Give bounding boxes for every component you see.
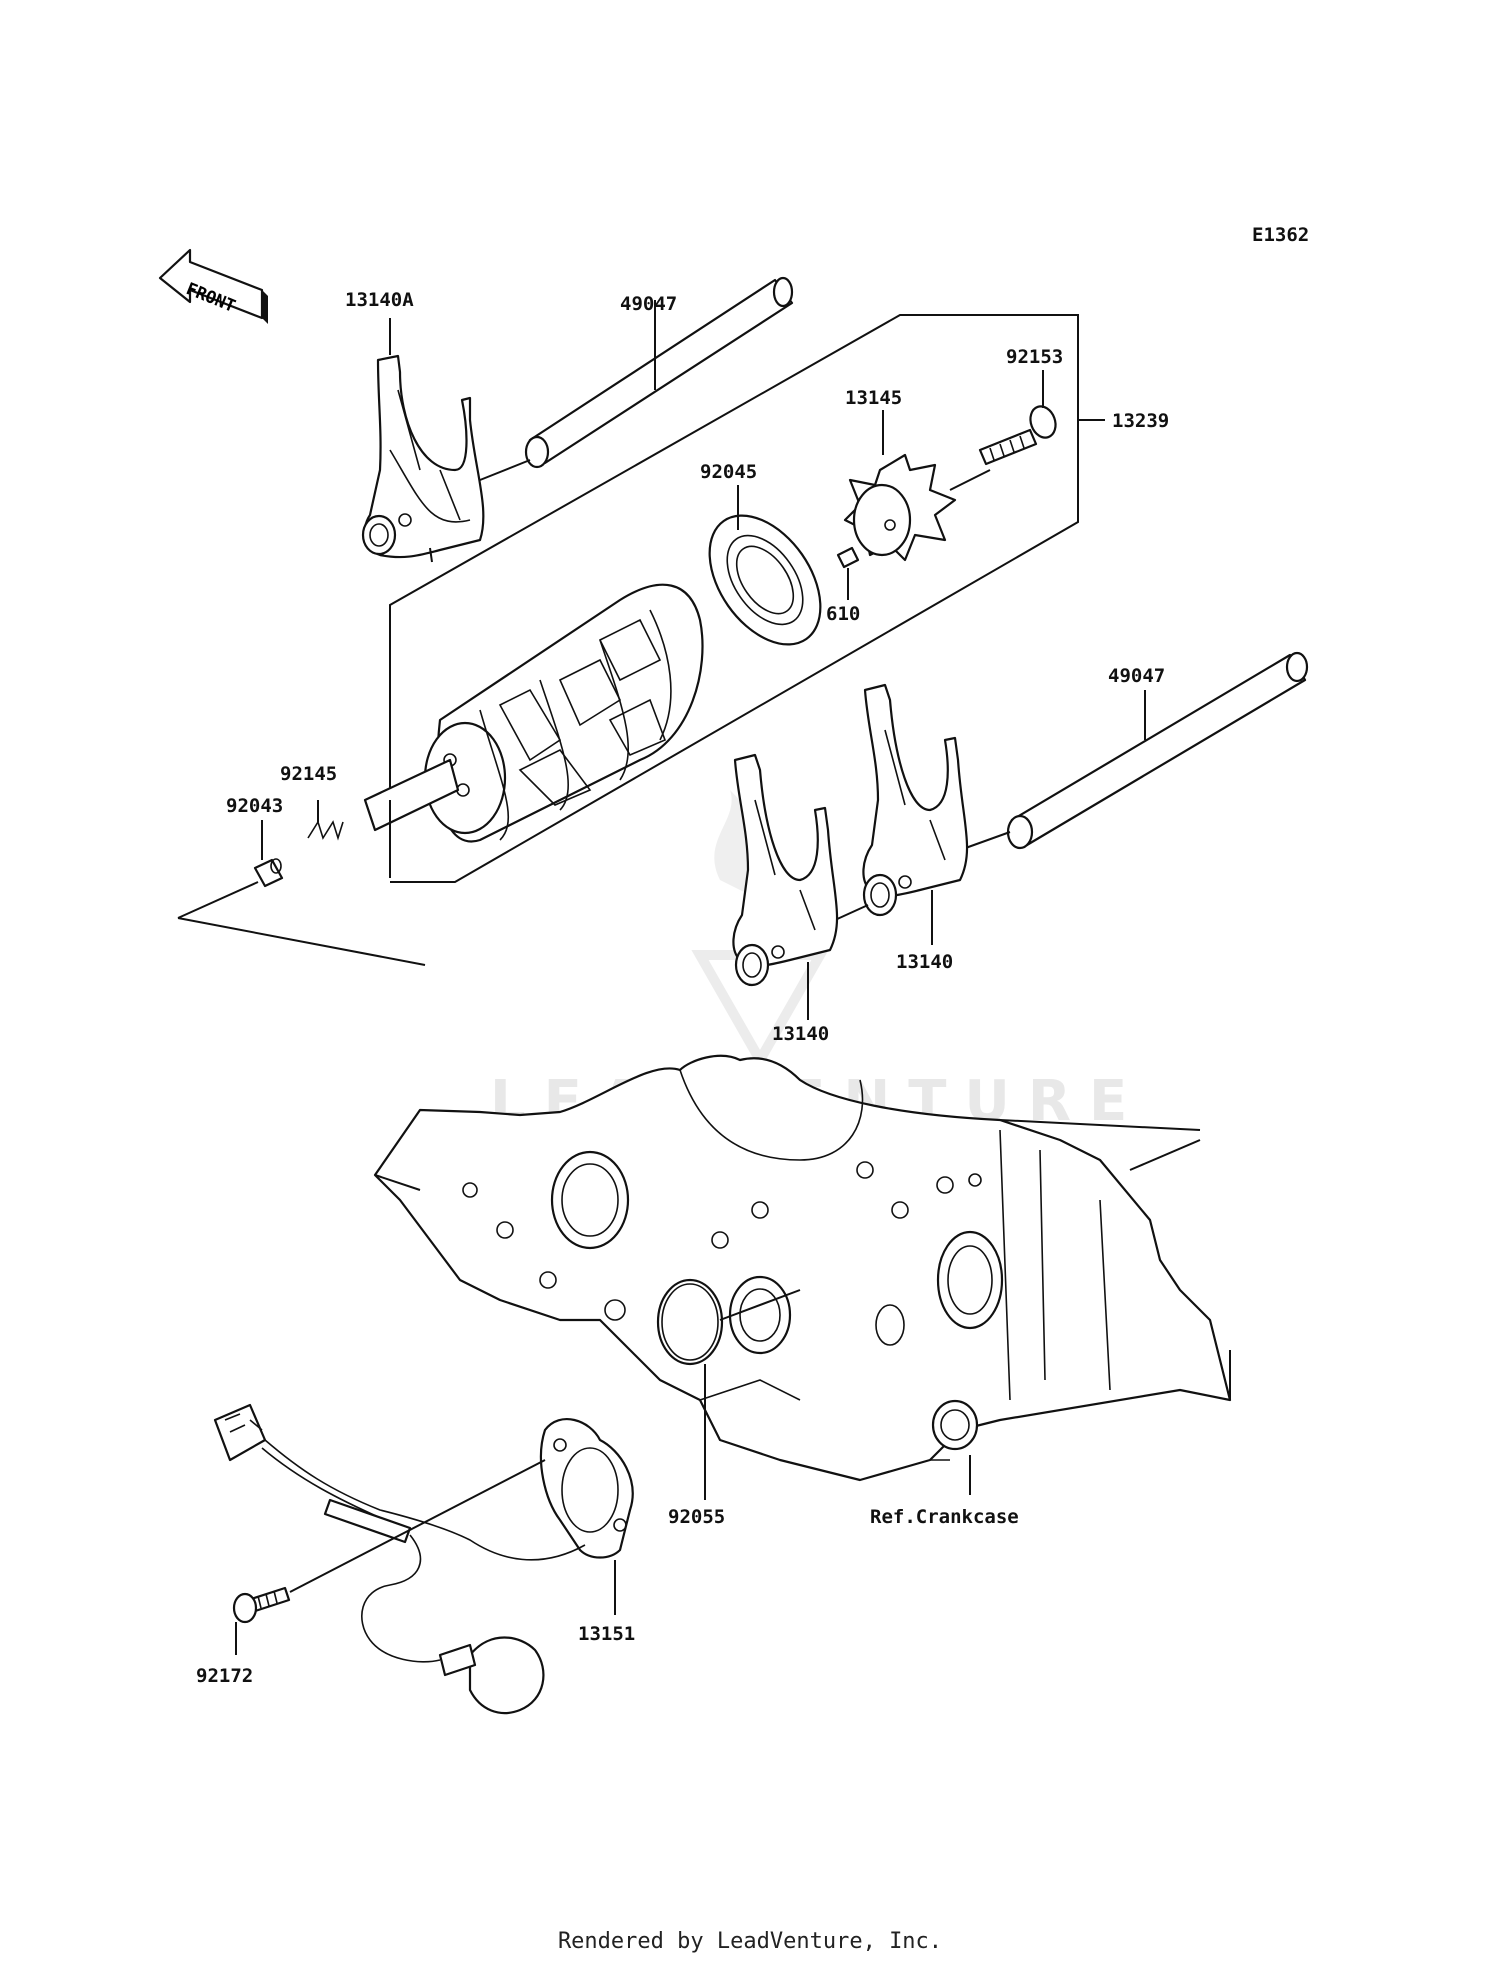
shift-fork-13140-right [862,683,969,917]
o-ring-92055 [656,1278,724,1366]
shift-fork-13140-left [732,753,839,987]
footer-credit: Rendered by LeadVenture, Inc. [558,1929,942,1954]
pin-92043 [253,858,284,888]
callout-49047-right: 49047 [1108,665,1165,687]
callout-13140-left: 13140 [772,1023,829,1045]
bearing-92045 [708,514,822,646]
callout-92145: 92145 [280,763,337,785]
callout-92045: 92045 [700,461,757,483]
bolt-92172 [232,1586,291,1624]
callout-92153: 92153 [1006,346,1063,368]
callout-13140-right: 13140 [896,951,953,973]
pin-610 [836,546,860,569]
assembly-13239-outline [389,314,1079,883]
callout-ref-crankcase: Ref.Crankcase [870,1506,1019,1528]
front-arrow-icon: FRONT [158,248,268,324]
shift-rod-top [524,276,794,469]
callout-13239: 13239 [1112,410,1169,432]
callout-13140A: 13140A [345,289,414,311]
shift-drum-cam-13145 [843,453,957,562]
callout-92172: 92172 [196,1665,253,1687]
callout-13145: 13145 [845,387,902,409]
spring-92145 [307,820,344,841]
diagram-id: E1362 [1252,224,1309,246]
callout-92055: 92055 [668,1506,725,1528]
callout-92043: 92043 [226,795,283,817]
callout-49047-top: 49047 [620,293,677,315]
shift-rod-right [1006,651,1309,850]
gear-position-sensor-13151 [213,1403,634,1715]
callout-610: 610 [826,603,860,625]
callout-13151: 13151 [578,1623,635,1645]
crankcase [373,1054,1232,1482]
shift-drum [363,583,704,843]
bolt-92153 [978,405,1057,466]
shift-fork-13140A [361,354,485,563]
